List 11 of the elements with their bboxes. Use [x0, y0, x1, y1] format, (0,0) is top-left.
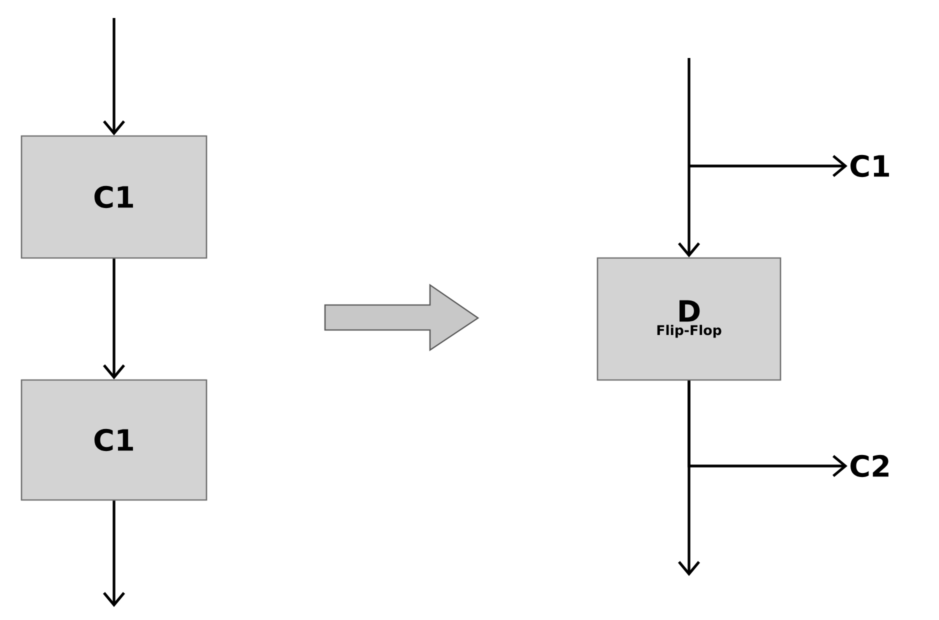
signal-label: C2	[850, 454, 888, 478]
arrow	[102, 500, 126, 607]
arrow	[688, 380, 848, 478]
process-box: C1	[20, 379, 208, 501]
signal-label: C1	[850, 154, 889, 178]
arrow	[689, 154, 848, 178]
process-box: D Flip-Flop	[596, 257, 782, 381]
arrow	[102, 258, 126, 380]
process-box: C1	[20, 135, 208, 259]
arrow	[678, 58, 700, 258]
arrow	[102, 18, 126, 136]
